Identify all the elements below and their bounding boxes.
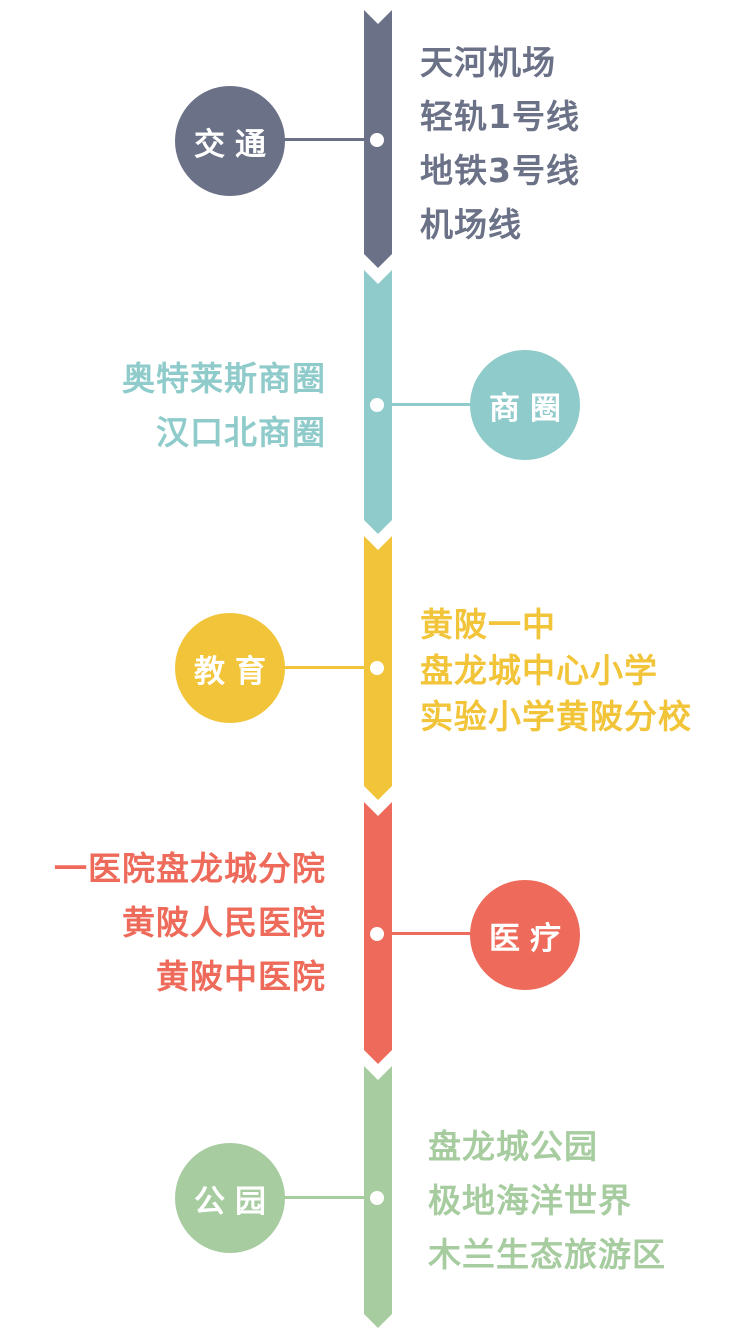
timeline-dot-transport — [370, 133, 384, 147]
list-item: 汉口北商圈 — [156, 413, 326, 452]
timeline-dot-shopping — [370, 398, 384, 412]
connector-park — [280, 1196, 377, 1199]
item-list-park: 盘龙城公园 极地海洋世界 木兰生态旅游区 — [428, 1120, 666, 1282]
list-item: 轻轨1号线 — [420, 97, 580, 136]
category-label-medical: 医疗 — [489, 920, 571, 957]
list-item: 黄陂中医院 — [156, 957, 326, 996]
category-label-transport: 交通 — [194, 126, 276, 163]
list-item: 木兰生态旅游区 — [428, 1235, 666, 1274]
list-item: 天河机场 — [420, 43, 556, 82]
item-list-transport: 天河机场 轻轨1号线 地铁3号线 机场线 — [420, 36, 580, 252]
timeline-dot-park — [370, 1191, 384, 1205]
timeline-dot-education — [370, 661, 384, 675]
category-label-park: 公园 — [194, 1183, 276, 1220]
list-item: 地铁3号线 — [420, 151, 580, 190]
category-circle-shopping: 商圈 — [470, 350, 580, 460]
timeline-dot-medical — [370, 927, 384, 941]
list-item: 黄陂人民医院 — [122, 903, 326, 942]
category-label-shopping: 商圈 — [489, 390, 571, 427]
connector-shopping — [377, 403, 472, 406]
item-list-shopping: 奥特莱斯商圈 汉口北商圈 — [122, 352, 326, 460]
connector-transport — [280, 138, 377, 141]
list-item: 盘龙城中心小学 — [420, 651, 658, 690]
category-label-education: 教育 — [194, 653, 276, 690]
category-circle-education: 教育 — [175, 613, 285, 723]
item-list-education: 黄陂一中 盘龙城中心小学 实验小学黄陂分校 — [420, 602, 692, 740]
category-circle-medical: 医疗 — [470, 880, 580, 990]
list-item: 机场线 — [420, 205, 522, 244]
list-item: 盘龙城公园 — [428, 1127, 598, 1166]
list-item: 奥特莱斯商圈 — [122, 359, 326, 398]
list-item: 极地海洋世界 — [428, 1181, 632, 1220]
item-list-medical: 一医院盘龙城分院 黄陂人民医院 黄陂中医院 — [54, 842, 326, 1004]
list-item: 实验小学黄陂分校 — [420, 697, 692, 736]
list-item: 黄陂一中 — [420, 605, 556, 644]
category-circle-transport: 交通 — [175, 86, 285, 196]
connector-medical — [377, 932, 472, 935]
connector-education — [280, 666, 377, 669]
category-circle-park: 公园 — [175, 1143, 285, 1253]
list-item: 一医院盘龙城分院 — [54, 849, 326, 888]
